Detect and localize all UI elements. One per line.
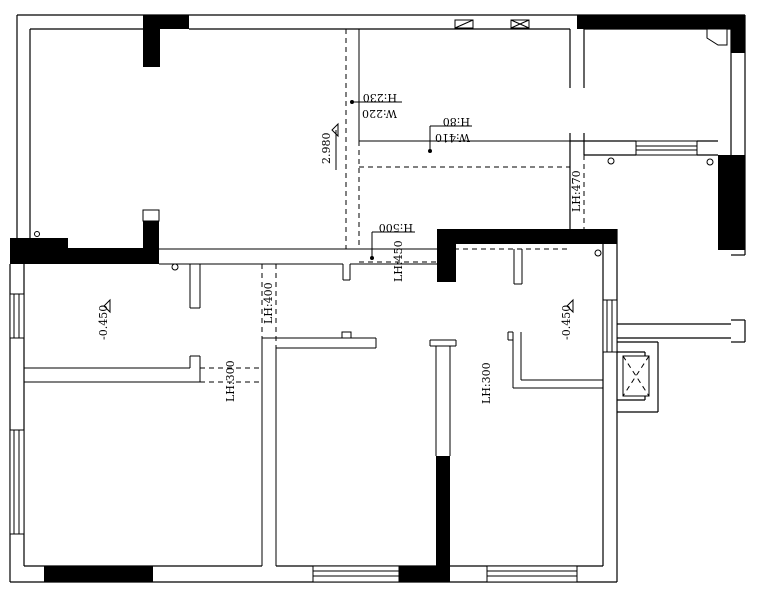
level-left-label: -0.450 (97, 305, 110, 340)
lintel-400-label: LH:400 (262, 282, 275, 324)
lintel-470-label: LH:470 (570, 170, 583, 212)
lintel-300-mid-label: LH:300 (480, 362, 493, 404)
opening-height-label: H:80 (443, 115, 470, 128)
opening-height2-label: H:500 (379, 221, 413, 234)
ceiling-height-label: 2.980 (320, 133, 333, 165)
annotation-labels: 2.980 -0.450 -0.450 W:220 H:230 W:410 H:… (97, 91, 583, 404)
lintel-450-label: LH:450 (392, 240, 405, 282)
lintel-300-left-label: LH:300 (224, 360, 237, 402)
fixture-markers (34, 157, 714, 271)
structural-columns (10, 15, 745, 582)
windows (9, 19, 728, 583)
opening-width-label: W:410 (435, 131, 470, 144)
cabinet-width-label: W:220 (362, 107, 397, 120)
cabinet-height-label: H:230 (363, 91, 397, 104)
level-right-label: -0.450 (560, 305, 573, 340)
interior-walls (24, 29, 603, 566)
dashed-openings (200, 29, 585, 383)
annotation-leaders (103, 100, 574, 314)
